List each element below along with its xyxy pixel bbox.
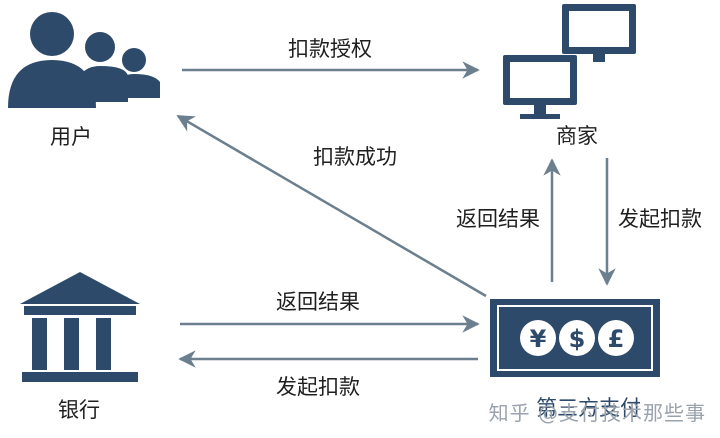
authorize-label: 扣款授权: [288, 37, 372, 61]
user-label: 用户: [50, 125, 92, 149]
watermark: 知乎 @支付技术那些事: [488, 401, 706, 425]
deduct-success-label: 扣款成功: [313, 145, 397, 169]
initiate-deduct-bank-label: 发起扣款: [276, 375, 360, 399]
users-icon: [8, 12, 160, 108]
merchant-label: 商家: [556, 124, 598, 148]
pound-symbol: £: [608, 325, 625, 353]
dollar-symbol: $: [569, 325, 586, 353]
monitors-icon: [503, 4, 636, 119]
payment-label: 第三方支付: [536, 396, 641, 420]
arrow-payment-to-user: [176, 114, 487, 298]
bank-icon: [20, 272, 140, 382]
return-result-merchant-label: 返回结果: [456, 207, 540, 231]
return-result-bank-label: 返回结果: [276, 290, 360, 314]
currency-icon: ¥ $ £: [490, 299, 660, 377]
initiate-deduct-merchant-label: 发起扣款: [618, 207, 702, 231]
yuan-symbol: ¥: [530, 325, 547, 353]
bank-label: 银行: [58, 398, 100, 422]
